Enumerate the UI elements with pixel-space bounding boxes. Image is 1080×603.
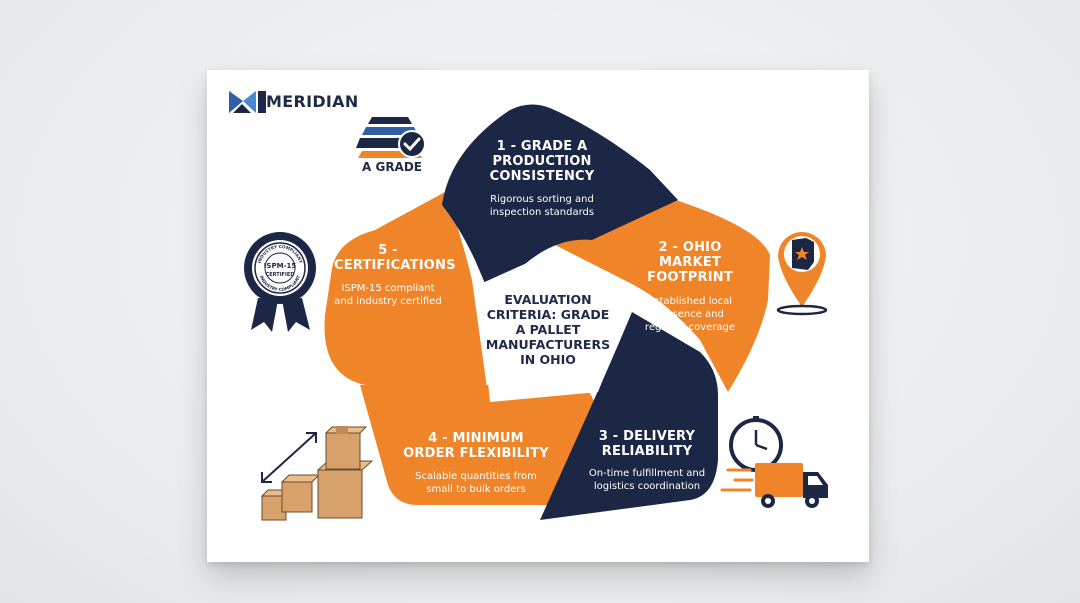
certified-badge-icon: ISPM-15 CERTIFIED INDUSTRY COMPLIANT IND… — [244, 232, 316, 332]
segment-3-title: 3 - DELIVERY RELIABILITY — [598, 429, 696, 459]
ohio-location-pin-icon — [776, 232, 828, 316]
segment-4-title: 4 - MINIMUM ORDER FLEXIBILITY — [403, 431, 549, 461]
badge-center-line2: CERTIFIED — [266, 272, 295, 278]
segment-1-text: 1 - GRADE A PRODUCTION CONSISTENCY Rigor… — [478, 139, 606, 219]
segment-grade-a-production — [442, 104, 678, 300]
segment-5-desc: ISPM-15 compliant and industry certified — [334, 282, 442, 307]
segment-1-title: 1 - GRADE A PRODUCTION CONSISTENCY — [489, 139, 595, 184]
delivery-truck-clock-icon — [720, 416, 828, 508]
center-area — [478, 248, 632, 402]
segment-4-text: 4 - MINIMUM ORDER FLEXIBILITY Scalable q… — [402, 431, 550, 496]
segment-certifications — [324, 192, 490, 410]
segment-2-text: 2 - OHIO MARKET FOOTPRINT Established lo… — [635, 240, 745, 334]
segment-2-title: 2 - OHIO MARKET FOOTPRINT — [647, 240, 733, 285]
segment-ohio-market — [555, 190, 770, 392]
center-title: EVALUATION CRITERIA: GRADE A PALLET MANU… — [485, 292, 611, 367]
segment-4-desc: Scalable quantities from small to bulk o… — [415, 470, 537, 495]
segment-5-text: 5 - CERTIFICATIONS ISPM-15 compliant and… — [334, 243, 456, 308]
scalable-boxes-icon — [260, 426, 374, 521]
segment-1-desc: Rigorous sorting and inspection standard… — [489, 193, 595, 218]
meridian-logo — [229, 91, 266, 113]
brand-name: MERIDIAN — [266, 92, 359, 111]
segment-delivery — [540, 312, 718, 520]
segment-minimum-order — [360, 385, 595, 505]
badge-center-line1: ISPM-15 — [264, 262, 297, 270]
segment-3-text: 3 - DELIVERY RELIABILITY On-time fulfill… — [586, 429, 708, 493]
a-grade-label: A GRADE — [362, 160, 422, 174]
segment-3-desc: On-time fulfillment and logistics coordi… — [588, 467, 706, 492]
segment-2-desc: Established local presence and regional … — [644, 295, 736, 333]
a-grade-stack-icon — [356, 117, 426, 158]
segment-5-title: 5 - CERTIFICATIONS — [334, 243, 456, 273]
